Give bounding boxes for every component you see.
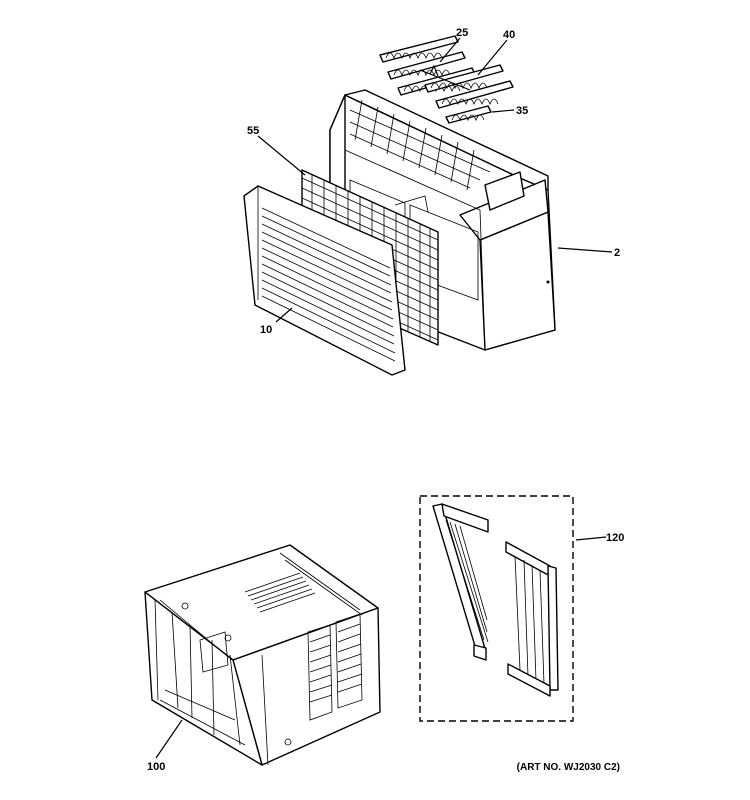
- louver-blades: [379, 35, 514, 124]
- callout-55: 55: [247, 125, 259, 137]
- cabinet-side-vents: [307, 613, 363, 721]
- cabinet-top-louvers: [244, 572, 316, 613]
- right-curtain: [505, 541, 559, 697]
- callout-10: 10: [260, 324, 272, 336]
- outer-cabinet: [144, 544, 381, 766]
- callout-120: 120: [606, 532, 624, 544]
- callout-25: 25: [456, 27, 468, 39]
- control-panel: [484, 171, 525, 211]
- leader-lines: [155, 37, 613, 759]
- left-curtain: [432, 503, 489, 661]
- callout-100: 100: [147, 761, 165, 773]
- art-number: (ART NO. WJ2030 C2): [517, 762, 620, 773]
- callout-40: 40: [503, 29, 515, 41]
- side-curtain-kit: [419, 495, 574, 722]
- front-grille: [243, 185, 406, 376]
- callout-35: 35: [516, 105, 528, 117]
- callout-2: 2: [614, 247, 620, 259]
- top-grille: [349, 99, 491, 191]
